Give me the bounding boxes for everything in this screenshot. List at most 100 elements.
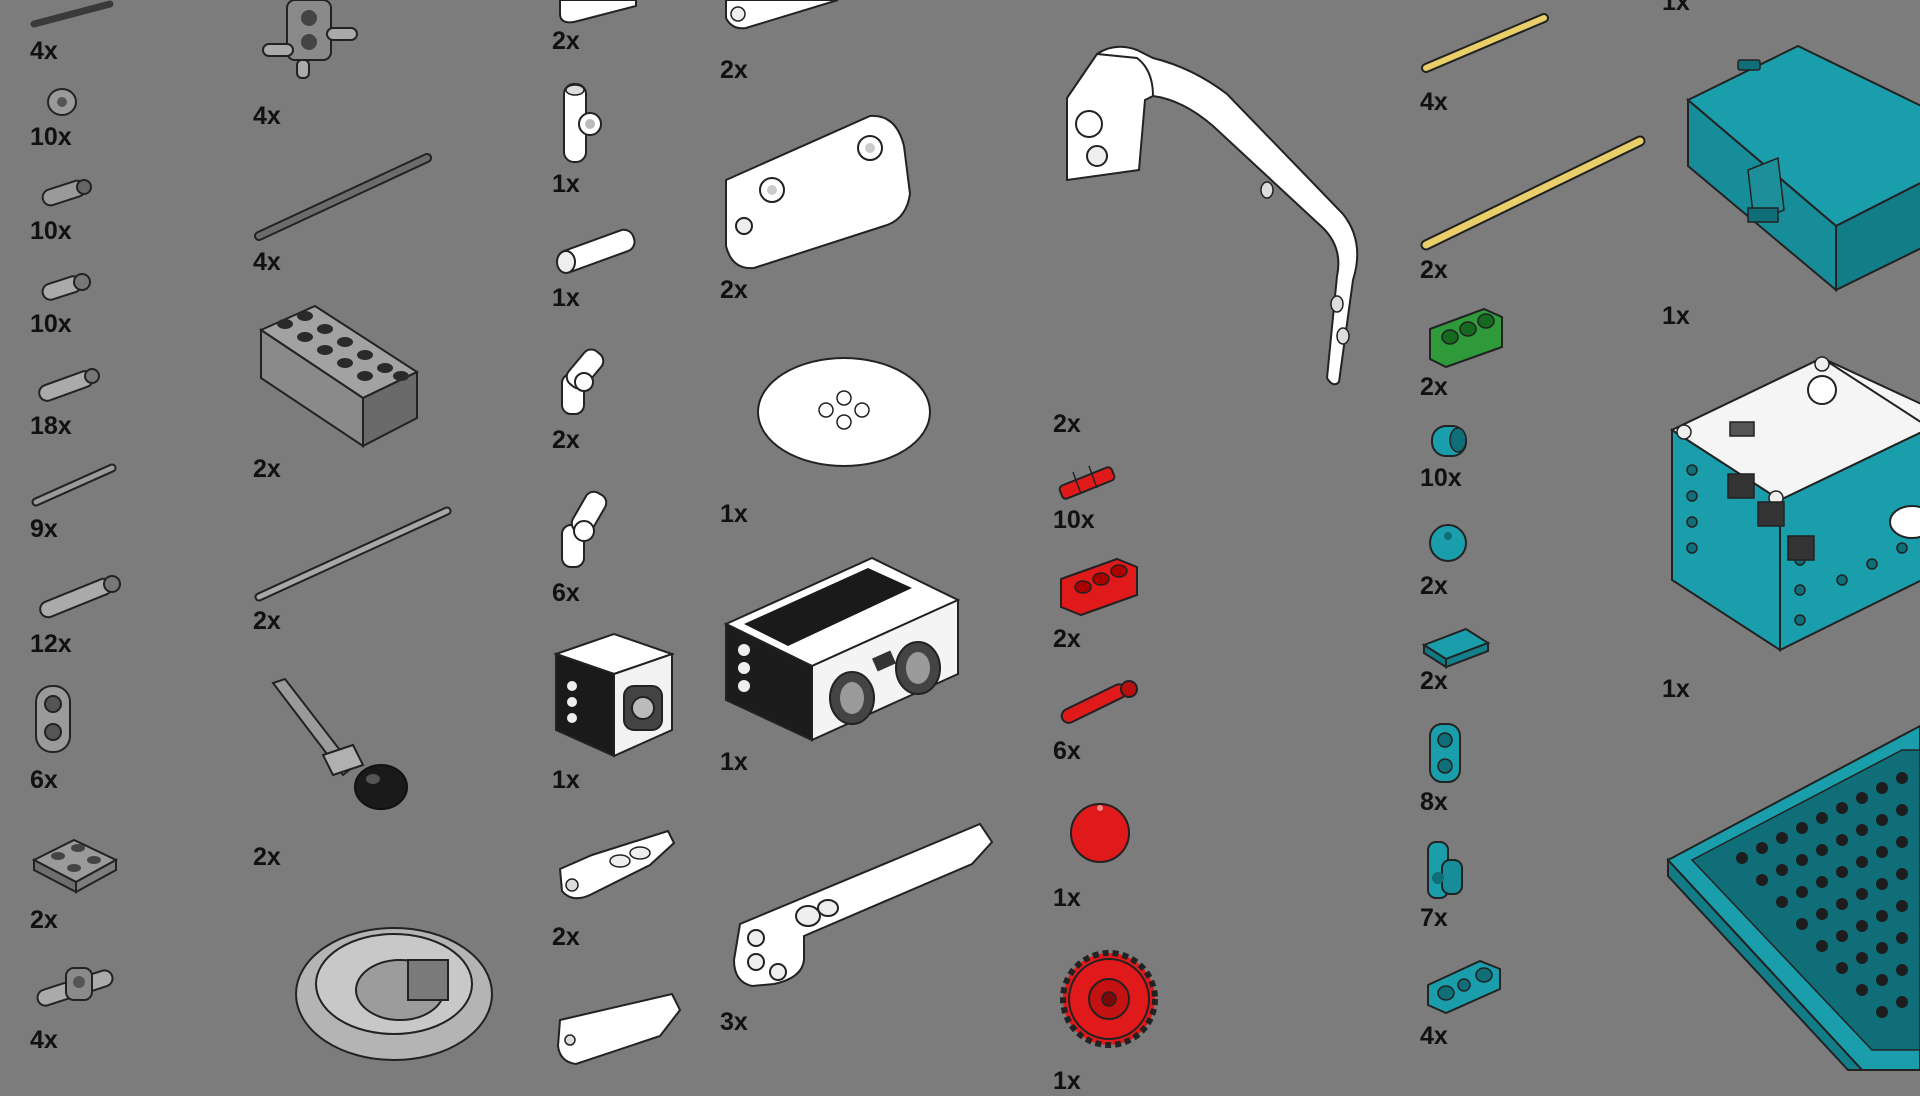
part-cross-block[interactable]: 4x [30, 958, 140, 1058]
part-long-peg[interactable]: 18x [30, 362, 120, 440]
qty-label: 10x [1420, 464, 1462, 492]
qty-label: 1x [552, 766, 580, 794]
gray-rod-icon [254, 506, 452, 602]
part-green-beam[interactable]: 2x [1420, 305, 1570, 405]
qty-label: 2x [1053, 410, 1081, 438]
part-gray-rod[interactable]: 2x [253, 505, 453, 635]
part-axle-peg[interactable]: 10x [30, 268, 120, 338]
qty-label: 10x [30, 310, 72, 338]
qty-label: 1x [720, 748, 748, 776]
white-beam-top-icon [559, 0, 637, 24]
part-red-gear[interactable]: 1x [1053, 945, 1193, 1095]
part-axle[interactable]: 9x [30, 460, 130, 543]
part-white-angle-connector[interactable]: 2x [552, 338, 662, 458]
brick-2x4-icon [258, 304, 420, 448]
qty-label: 4x [30, 37, 58, 65]
part-white-beam-top[interactable]: 2x [552, 0, 692, 60]
part-white-panel-top[interactable]: 2x [720, 0, 860, 90]
qty-label: 4x [253, 102, 281, 130]
hub-connector-icon [262, 0, 358, 79]
part-teal-tile[interactable]: 2x [1420, 625, 1540, 705]
teal-beam-icon [1427, 959, 1501, 1015]
axle-icon [31, 463, 117, 507]
part-color-sensor[interactable]: 1x [552, 630, 682, 794]
qty-label: 4x [1420, 1022, 1448, 1050]
teal-ball-icon [1429, 524, 1467, 562]
part-battery-box[interactable]: 1x [1662, 40, 1920, 340]
qty-label: 4x [1420, 88, 1448, 116]
qty-label: 2x [720, 56, 748, 84]
part-white-arm[interactable]: 3x [720, 820, 1000, 1040]
part-double-bush[interactable]: 6x [30, 682, 120, 794]
black-axle-icon [30, 0, 114, 28]
part-bush[interactable]: 10x [30, 85, 120, 155]
part-hub-connector[interactable]: 4x [253, 0, 383, 130]
teal-connector-icon [1429, 723, 1461, 783]
qty-label: 1x [720, 500, 748, 528]
plate-2x2-icon [31, 838, 119, 894]
qty-label: 2x [253, 607, 281, 635]
qty-label: 2x [1420, 256, 1448, 284]
qty-label: 1x [552, 170, 580, 198]
part-teal-baseplate[interactable] [1662, 720, 1920, 1080]
red-beam-icon [1060, 557, 1138, 617]
part-distance-sensor[interactable]: 1x [720, 550, 961, 780]
teal-tile-icon [1421, 627, 1491, 669]
double-bush-icon [35, 685, 71, 753]
qty-label: 6x [552, 579, 580, 607]
part-yellow-axle-long[interactable]: 2x [1420, 135, 1650, 285]
qty-label-top: 1x [1662, 0, 1690, 16]
long-peg-icon [38, 368, 100, 402]
red-ball-icon [1070, 803, 1130, 863]
part-teal-ball[interactable]: 2x [1420, 522, 1540, 602]
part-red-beam[interactable]: 2x [1053, 555, 1173, 655]
qty-label: 1x [1053, 1067, 1081, 1095]
part-black-axle[interactable]: 4x [30, 0, 120, 65]
qty-label: 8x [1420, 788, 1448, 816]
part-white-angle-connector-2[interactable]: 6x [552, 485, 662, 610]
red-connector-icon [1058, 465, 1116, 500]
part-white-frame[interactable]: 2x [1053, 40, 1373, 450]
cross-block-icon [36, 967, 114, 1007]
long-axle-peg-icon [39, 575, 121, 619]
distance-sensor-icon [723, 556, 961, 742]
part-teal-connector[interactable]: 8x [1420, 720, 1540, 820]
axle-peg-icon [41, 273, 91, 301]
part-white-panel[interactable]: 2x [720, 110, 930, 310]
part-ball-joint-axle[interactable]: 2x [253, 675, 453, 875]
teal-pin-connector-icon [1427, 841, 1463, 899]
turntable-icon [295, 927, 493, 1061]
part-teal-beam[interactable]: 4x [1420, 955, 1560, 1060]
qty-label: 1x [1662, 675, 1690, 703]
part-teal-bush[interactable]: 10x [1420, 422, 1540, 502]
qty-label: 1x [552, 284, 580, 312]
part-plate-2x2[interactable]: 2x [30, 830, 140, 934]
part-white-peg-connector[interactable]: 1x [552, 80, 652, 200]
part-teal-pin-connector[interactable]: 7x [1420, 838, 1540, 938]
part-large-hub[interactable]: 1x [1662, 350, 1920, 710]
part-connector-peg[interactable]: 10x [30, 175, 120, 245]
white-angle-connector-icon [561, 348, 605, 415]
qty-label: 2x [552, 923, 580, 951]
part-white-blade[interactable] [552, 990, 682, 1080]
white-angle-connector-2-icon [561, 490, 608, 568]
qty-label: 4x [30, 1026, 58, 1054]
part-red-connector[interactable]: 10x [1053, 462, 1173, 542]
qty-label: 1x [1053, 884, 1081, 912]
white-axle-connector-icon [556, 228, 636, 274]
part-brick-2x4[interactable]: 2x [253, 302, 453, 483]
qty-label: 2x [1053, 625, 1081, 653]
part-white-axle-connector[interactable]: 1x [552, 220, 662, 312]
part-turntable[interactable] [290, 920, 500, 1080]
part-white-tooth[interactable]: 2x [552, 825, 682, 955]
part-white-disc[interactable]: 1x [720, 350, 931, 530]
qty-label: 3x [720, 1008, 748, 1036]
part-long-axle[interactable]: 4x [253, 150, 453, 280]
qty-label: 4x [253, 248, 281, 276]
part-yellow-axle-short[interactable]: 4x [1420, 10, 1570, 120]
large-hub-icon [1669, 356, 1920, 652]
qty-label: 6x [30, 766, 58, 794]
part-red-ball[interactable]: 1x [1053, 800, 1173, 920]
part-long-axle-peg[interactable]: 12x [30, 568, 130, 658]
part-red-peg[interactable]: 6x [1053, 675, 1173, 775]
